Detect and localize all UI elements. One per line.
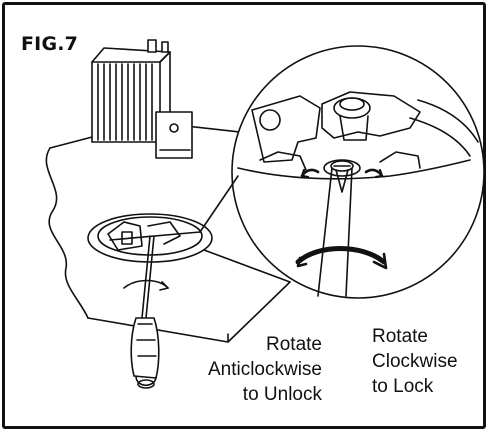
downlight-ring (87, 213, 213, 263)
caption-anticlockwise: Rotate Anticlockwise to Unlock (176, 332, 322, 407)
caption-left-line-1: Rotate (266, 334, 322, 355)
caption-clockwise: Rotate Clockwise to Lock (372, 324, 458, 399)
heatsink-fixture (91, 39, 193, 159)
caption-right-line-1: Rotate (372, 326, 428, 347)
caption-left-line-2: Anticlockwise (207, 359, 322, 380)
caption-right-line-2: Clockwise (372, 351, 458, 372)
figure-label: FIG.7 (21, 33, 79, 55)
screwdriver-small (123, 235, 169, 389)
caption-left-line-3: to Unlock (242, 384, 322, 405)
figure-frame (2, 2, 486, 429)
caption-right-line-3: to Lock (372, 376, 434, 397)
magnified-detail (199, 45, 485, 299)
